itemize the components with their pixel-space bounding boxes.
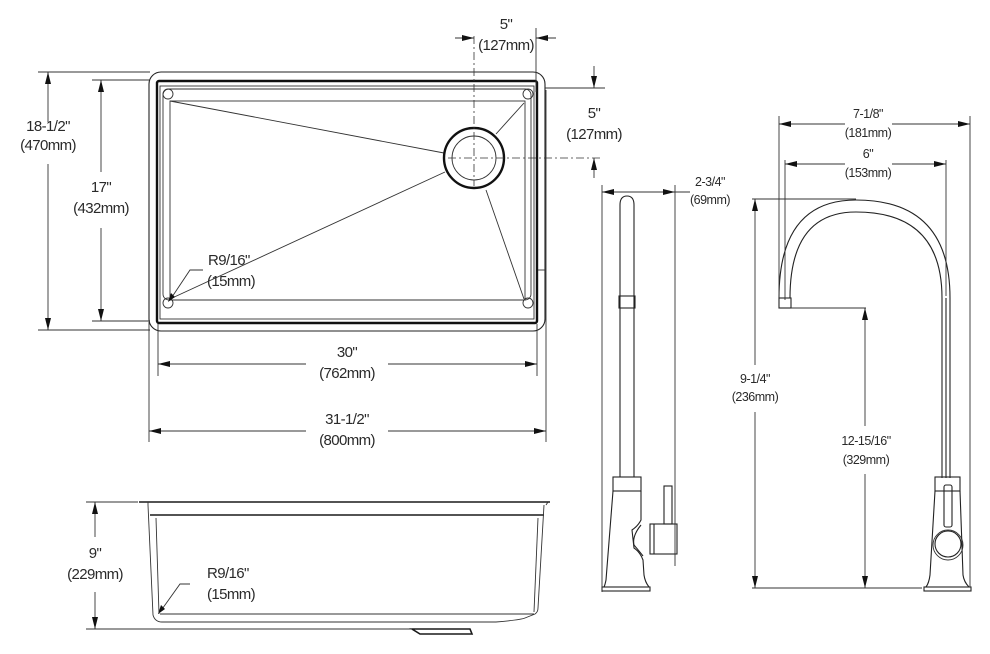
drain-inner: [451, 135, 497, 181]
faucet-body: [603, 490, 651, 588]
sink-wall-inner: [155, 517, 160, 615]
faucet-front-view: [778, 199, 972, 592]
faucet-spout-tube: [619, 195, 635, 477]
bowl-depth-metric: (432mm): [73, 200, 129, 217]
sink-side-view: [139, 501, 550, 635]
bowl-width-imperial: 30": [337, 344, 357, 361]
sink-bowl-floor: [169, 100, 526, 301]
drain-back-metric: (127mm): [566, 126, 622, 143]
dim-spout-reach: 6" (153mm): [784, 147, 947, 300]
dim-bowl-depth: 17" (432mm): [73, 79, 150, 322]
base-width-imperial: 2-3/4": [695, 175, 725, 189]
spout-height-metric: (236mm): [732, 390, 779, 404]
dim-faucet-base-width: 2-3/4" (69mm): [602, 175, 731, 207]
sink-rim-inner: [159, 85, 535, 320]
faucet-front-body: [924, 490, 971, 588]
radius-plan-metric: (15mm): [207, 273, 256, 290]
drain-right-imperial: 5": [500, 16, 513, 33]
corner-radius-br: [522, 297, 534, 309]
overall-depth-imperial: 18-1/2": [26, 118, 70, 135]
faucet-gooseneck-outer: [778, 199, 951, 478]
sink-bowl-outline: [147, 504, 545, 623]
drain-back-imperial: 5": [588, 105, 601, 122]
faucet-front-lever: [943, 484, 953, 528]
base-width-metric: (69mm): [690, 193, 730, 207]
overall-depth-metric: (470mm): [20, 137, 76, 154]
bowl-height-metric: (229mm): [67, 566, 123, 583]
overall-reach-imperial: 7-1/8": [853, 107, 883, 121]
dim-bowl-width: 30" (762mm): [157, 324, 538, 382]
callout-corner-radius-side: R9/16" (15mm): [158, 565, 256, 614]
spout-height-imperial: 9-1/4": [740, 372, 770, 386]
overall-width-metric: (800mm): [319, 432, 375, 449]
corner-radius-tl: [162, 88, 174, 100]
faucet-body-cap: [612, 476, 642, 492]
spout-reach-imperial: 6": [863, 147, 873, 161]
dim-bowl-height: 9" (229mm): [67, 501, 412, 630]
spout-reach-metric: (153mm): [845, 166, 892, 180]
overall-reach-metric: (181mm): [845, 126, 892, 140]
radius-side-imperial: R9/16": [207, 565, 249, 582]
faucet-front-base: [923, 586, 972, 592]
overall-height-imperial: 12-15/16": [841, 434, 890, 448]
dim-overall-height: 9-1/4" (236mm): [732, 198, 922, 589]
drain-right-metric: (127mm): [478, 37, 534, 54]
bowl-height-imperial: 9": [89, 545, 102, 562]
radius-plan-imperial: R9/16": [208, 252, 250, 269]
sink-plan-view: [148, 36, 600, 332]
dim-overall-reach: 7-1/8" (181mm): [778, 107, 971, 587]
faucet-handle-lever: [663, 485, 673, 525]
corner-radius-bl: [162, 297, 174, 309]
dim-drain-from-back: 5" (127mm): [545, 66, 623, 178]
faucet-gooseneck-inner: [789, 211, 943, 478]
faucet-tube-collar: [618, 295, 636, 309]
sink-rim: [155, 79, 539, 325]
slope-line: [485, 189, 525, 300]
faucet-handle-knob: [934, 530, 962, 558]
bowl-depth-imperial: 17": [91, 179, 111, 196]
dim-spout-clearance: 12-15/16" (329mm): [791, 307, 891, 588]
bowl-width-metric: (762mm): [319, 365, 375, 382]
drain-body: [409, 628, 474, 635]
dim-overall-depth: 18-1/2" (470mm): [20, 71, 150, 331]
slope-line: [495, 102, 525, 135]
overall-width-imperial: 31-1/2": [325, 411, 369, 428]
callout-corner-radius-plan: R9/16" (15mm): [168, 252, 256, 302]
corner-radius-tr: [522, 88, 534, 100]
faucet-handle-joint: [633, 524, 644, 557]
slope-line: [169, 100, 445, 154]
sink-wall-inner: [533, 517, 539, 613]
slope-line: [169, 171, 446, 300]
faucet-front-cap: [934, 476, 961, 492]
dim-overall-width: 31-1/2" (800mm): [148, 90, 547, 449]
overall-height-metric: (329mm): [843, 453, 890, 467]
dim-drain-from-right: 5" (127mm): [455, 16, 556, 92]
radius-side-metric: (15mm): [207, 586, 256, 603]
faucet-side-view: [601, 185, 678, 592]
sink-outer-flange: [148, 71, 546, 332]
faucet-base-plate: [601, 586, 651, 592]
